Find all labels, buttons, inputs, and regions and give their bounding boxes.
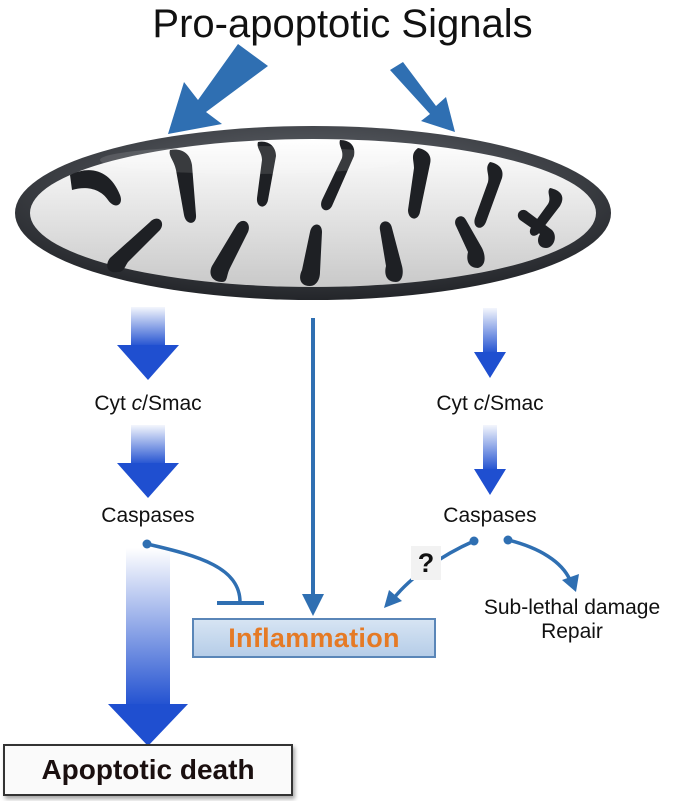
right-arrow-to-caspases <box>474 425 506 495</box>
sub-lethal-damage-label: Sub-lethal damage <box>483 596 661 619</box>
inflammation-label: Inflammation <box>228 622 400 653</box>
inhibition-bar-icon <box>142 539 264 605</box>
left-cyt-suffix: /Smac <box>142 392 202 415</box>
signal-arrow-right <box>390 62 455 132</box>
right-cytc-smac-label: Cyt c/Smac <box>412 392 568 416</box>
inflammation-box: Inflammation <box>192 618 436 658</box>
mitochondrion-icon <box>15 126 611 300</box>
repair-label: Repair <box>541 620 603 643</box>
left-arrow-to-caspases <box>117 425 179 498</box>
right-cyt-prefix: Cyt <box>436 392 474 415</box>
right-arrow-to-cytc <box>474 308 506 378</box>
right-caspases-label: Caspases <box>443 504 537 527</box>
apoptotic-death-box: Apoptotic death <box>3 744 293 796</box>
right-cyt-suffix: /Smac <box>484 392 544 415</box>
left-cyt-prefix: Cyt <box>94 392 132 415</box>
left-arrow-to-death <box>108 548 188 746</box>
right-cyt-italic: c <box>473 392 485 415</box>
center-arrow-to-inflammation <box>302 318 324 616</box>
left-cyt-italic: c <box>131 392 143 415</box>
apoptotic-death-label: Apoptotic death <box>41 754 255 785</box>
right-caspases-to-repair-arrow <box>503 535 579 592</box>
left-cytc-smac-label: Cyt c/Smac <box>70 392 226 416</box>
diagram-title: Pro-apoptotic Signals <box>152 2 533 46</box>
signal-arrow-left <box>168 44 268 134</box>
left-caspases-label: Caspases <box>101 504 195 527</box>
left-arrow-to-cytc <box>117 307 179 380</box>
question-mark-badge: ? <box>411 546 441 580</box>
